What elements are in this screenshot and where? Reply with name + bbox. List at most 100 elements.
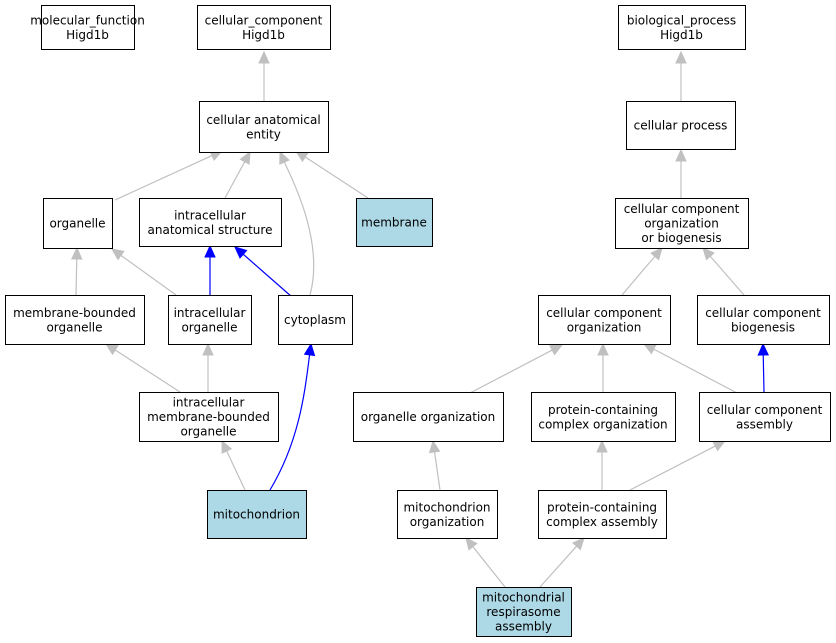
- edge-line: [114, 349, 181, 393]
- node-cytoplasm[interactable]: cytoplasm: [278, 295, 353, 345]
- node-label-line: mitochondrion: [213, 508, 300, 522]
- node-label-line: organelle: [181, 320, 237, 334]
- edge-arrowhead: [104, 343, 119, 356]
- node-organelle[interactable]: organelle: [43, 198, 113, 249]
- node-label-line: assembly: [495, 620, 552, 634]
- edge-cc_organization-to-ccob: [621, 247, 663, 296]
- edge-layer: [70, 50, 770, 588]
- node-box: [476, 587, 572, 637]
- node-box: [41, 5, 135, 50]
- edge-arrowhead: [650, 247, 663, 261]
- edge-intracellular_organelle-to-intracellular_anatomical_structure: [204, 244, 216, 295]
- node-box: [5, 295, 145, 345]
- edge-arrowhead: [596, 439, 608, 453]
- edge-line: [120, 254, 177, 296]
- edge-line: [114, 155, 213, 201]
- edge-arrowhead: [258, 50, 270, 64]
- node-box: [699, 392, 831, 442]
- node-label-line: organization: [644, 217, 719, 231]
- node-label-line: Higd1b: [242, 28, 285, 42]
- node-box: [353, 392, 504, 442]
- node-label-line: intracellular: [173, 396, 245, 410]
- edge-membrane_bounded_organelle-to-organelle: [70, 246, 83, 296]
- node-label-line: protein-containing: [548, 403, 658, 417]
- edge-cc_assembly-to-cc_biogenesis: [757, 342, 770, 393]
- node-label-line: organelle: [46, 320, 102, 334]
- node-box: [278, 295, 353, 345]
- node-box: [531, 392, 676, 442]
- node-label-line: organelle: [49, 217, 105, 231]
- node-label-line: biogenesis: [731, 320, 795, 334]
- edge-arrowhead: [279, 150, 290, 165]
- node-label-line: organelle: [180, 425, 236, 439]
- node-label-line: cellular_component: [205, 13, 323, 27]
- node-label-line: cellular component: [705, 306, 821, 320]
- node-box: [139, 392, 279, 442]
- node-cellular-process[interactable]: cellular process: [626, 101, 736, 150]
- edge-intracellular_organelle-to-organelle: [111, 248, 177, 296]
- edge-line: [472, 546, 506, 588]
- node-label-line: cellular anatomical: [206, 113, 320, 127]
- edge-arrowhead: [572, 537, 585, 551]
- node-box: [618, 5, 746, 50]
- edge-arrowhead: [239, 150, 251, 165]
- node-label-line: assembly: [736, 417, 793, 431]
- node-box: [207, 490, 307, 539]
- edge-line: [75, 258, 78, 296]
- edge-cellular_process-to-biological_process: [675, 50, 687, 101]
- node-label-line: Higd1b: [66, 28, 109, 42]
- node-box: [199, 101, 329, 153]
- edge-line: [629, 445, 716, 491]
- edge-ccob-to-cellular_process: [675, 148, 687, 198]
- edge-arrowhead: [642, 343, 657, 355]
- node-label-line: protein-containing: [547, 500, 657, 514]
- edge-mitochondrion-to-cytoplasm: [269, 342, 316, 491]
- node-label-line: membrane-bounded: [147, 410, 270, 424]
- node-label-line: intracellular: [174, 208, 246, 222]
- edge-cellular_anatomical_entity-to-cellular_component: [258, 50, 270, 101]
- edge-arrowhead: [221, 439, 233, 454]
- edge-arrowhead: [204, 244, 216, 258]
- node-box: [168, 295, 252, 345]
- node-label-line: cellular component: [546, 306, 662, 320]
- edge-arrowhead: [549, 344, 564, 356]
- edge-mrs_assembly-to-mito_organization: [465, 537, 506, 588]
- node-box: [697, 295, 830, 345]
- node-membrane[interactable]: membrane: [356, 198, 433, 247]
- edge-arrowhead: [675, 50, 687, 64]
- edge-organelle_organization-to-cc_organization: [469, 344, 564, 394]
- edge-pc_complex_organization-to-cc_organization: [597, 342, 609, 392]
- node-mitochondrion[interactable]: mitochondrion: [207, 490, 307, 539]
- edge-mrs_assembly-to-pc_complex_assembly: [539, 537, 585, 588]
- node-box: [397, 490, 498, 539]
- edge-line: [283, 161, 315, 296]
- edge-arrowhead: [111, 248, 125, 261]
- edge-mitochondrion-to-imbo: [221, 439, 246, 491]
- node-box: [626, 101, 736, 150]
- edge-pc_complex_assembly-to-pc_complex_organization: [596, 439, 608, 490]
- edge-cc_assembly-to-cc_organization: [642, 343, 738, 394]
- node-label-line: intracellular: [174, 306, 246, 320]
- node-label-line: or biogenesis: [641, 231, 721, 245]
- node-label-line: organelle organization: [361, 410, 496, 424]
- node-organelle-organization[interactable]: organelle organization: [353, 392, 504, 442]
- edge-arrowhead: [712, 440, 727, 452]
- node-label-line: Higd1b: [660, 28, 703, 42]
- edge-line: [621, 255, 656, 296]
